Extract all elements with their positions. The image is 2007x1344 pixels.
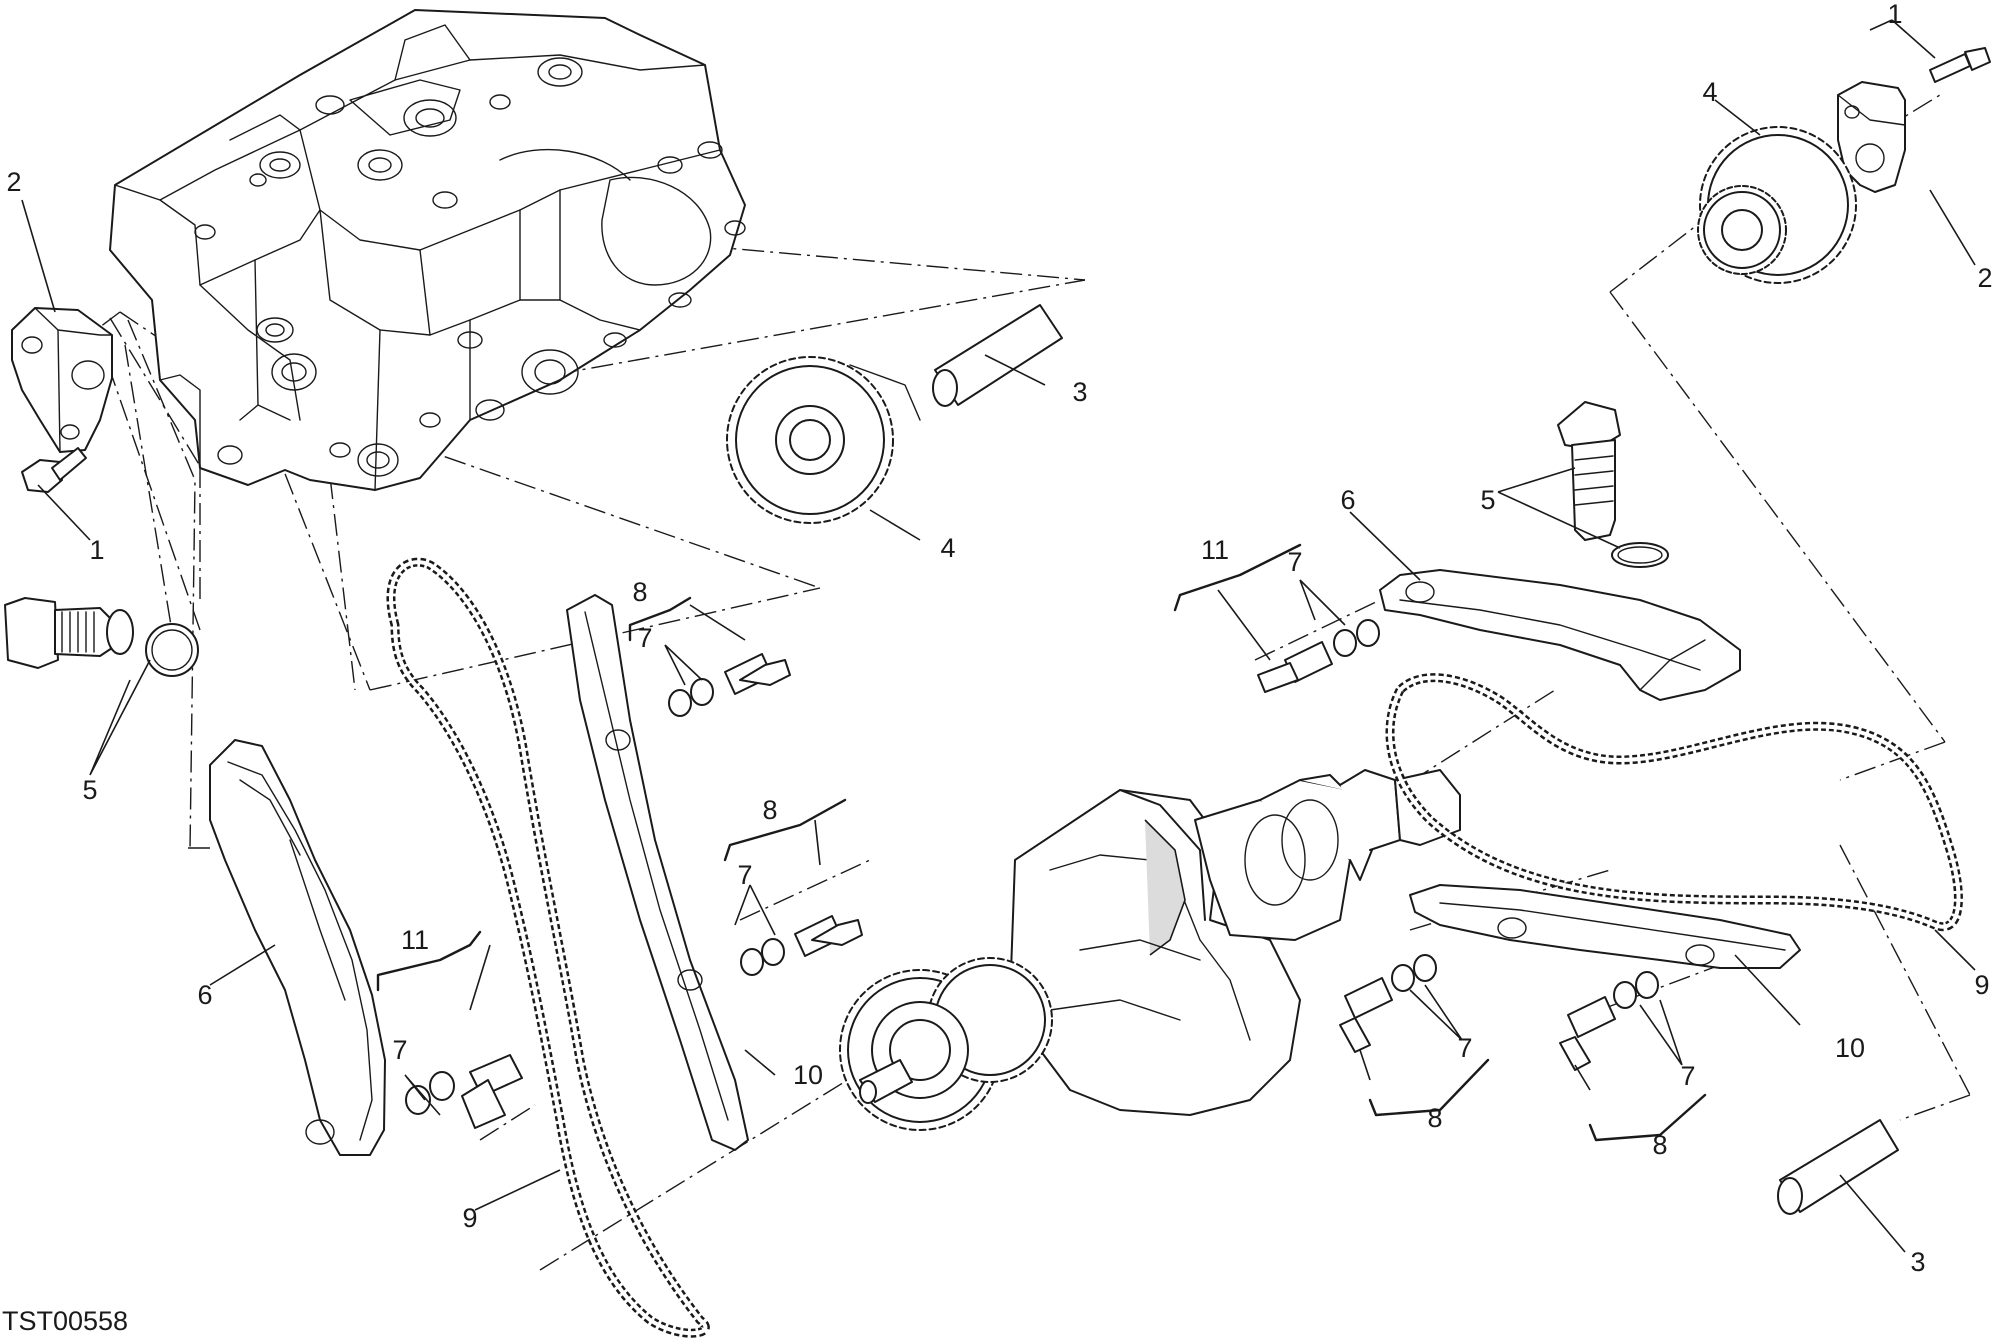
callout-9-chain-right: 9 <box>1974 970 1989 1000</box>
callout-6-shoe-left: 6 <box>197 980 212 1010</box>
callout-5-tensioner-right: 5 <box>1480 485 1495 515</box>
callout-6-shoe-right: 6 <box>1340 485 1355 515</box>
callout-7-right-lower-b: 7 <box>1680 1061 1695 1091</box>
pivot-screw-right-lower-b <box>1559 971 1659 1071</box>
bracket-11-right <box>1173 543 1302 612</box>
tensioner-flange-right <box>1837 81 1906 193</box>
callout-8-middle: 8 <box>762 795 777 825</box>
timing-chain-right <box>1385 673 1963 932</box>
callout-7-right-lower-a: 7 <box>1457 1033 1472 1063</box>
tensioner-flange-left <box>11 307 113 453</box>
callout-8-upper: 8 <box>632 577 647 607</box>
idler-gear-right <box>1697 126 1857 284</box>
pivot-screw-lower-center <box>740 915 863 976</box>
grouping-brackets <box>376 543 1707 1142</box>
callout-5-tensioner-left: 5 <box>82 775 97 805</box>
idler-gear-left <box>726 356 921 524</box>
bracket-8-right-a <box>1368 1058 1490 1117</box>
chain-guide-center <box>566 594 749 1151</box>
callout-1-bolt-left: 1 <box>89 535 104 565</box>
callout-3-shaft-right: 3 <box>1910 1247 1925 1277</box>
callout-4-gear-right: 4 <box>1702 77 1717 107</box>
pivot-screw-upper-center <box>668 653 791 717</box>
flange-bolt-left <box>21 447 87 493</box>
bracket-11-left <box>376 930 482 992</box>
bracket-8-middle <box>723 798 847 862</box>
bracket-8-upper <box>628 596 692 642</box>
callout-8-right-lower-b: 8 <box>1652 1130 1667 1160</box>
drawing-code: TST00558 <box>2 1306 128 1336</box>
chain-guide-right-lower <box>1409 884 1801 969</box>
callout-7-left: 7 <box>392 1035 407 1065</box>
callout-2-flange-right: 2 <box>1977 263 1992 293</box>
callout-7-middle: 7 <box>737 860 752 890</box>
flange-bolt-right <box>1929 47 1991 83</box>
chain-tensioner-right <box>1557 401 1669 568</box>
callout-2-flange-left: 2 <box>6 167 21 197</box>
callout-7-right-upper: 7 <box>1287 547 1302 577</box>
chain-shoe-right-upper <box>1379 569 1741 701</box>
callout-7-upper: 7 <box>637 623 652 653</box>
pivot-screw-right-upper <box>1257 619 1380 693</box>
leader-lines <box>21 19 1976 1253</box>
gear-shaft-left <box>932 304 1063 407</box>
bracket-8-right-b <box>1588 1093 1707 1142</box>
crankshaft <box>1009 769 1461 1116</box>
timing-chain-left <box>386 557 710 1338</box>
callout-11-left: 11 <box>401 925 429 955</box>
callout-labels: 2 1 5 3 4 6 9 10 11 7 8 7 8 7 1 4 2 5 6 … <box>6 0 1992 1277</box>
callout-1-bolt-right: 1 <box>1887 0 1902 29</box>
crankshaft-gears <box>839 957 1053 1131</box>
callout-10-guide-right: 10 <box>1835 1033 1865 1063</box>
gear-shaft-right <box>1777 1119 1899 1215</box>
callout-3-shaft-left: 3 <box>1072 377 1087 407</box>
callout-9-chain-left: 9 <box>462 1203 477 1233</box>
chain-tensioner-left <box>4 597 199 677</box>
chain-shoe-left <box>209 739 386 1156</box>
pivot-screw-left <box>405 1054 523 1129</box>
callout-8-right-lower-a: 8 <box>1427 1103 1442 1133</box>
pivot-screw-right-lower-a <box>1339 954 1437 1053</box>
callout-11-right: 11 <box>1201 535 1229 565</box>
callout-4-gear-left: 4 <box>940 533 955 563</box>
callout-10-guide-center: 10 <box>793 1060 823 1090</box>
cylinder-head-block <box>109 9 746 491</box>
